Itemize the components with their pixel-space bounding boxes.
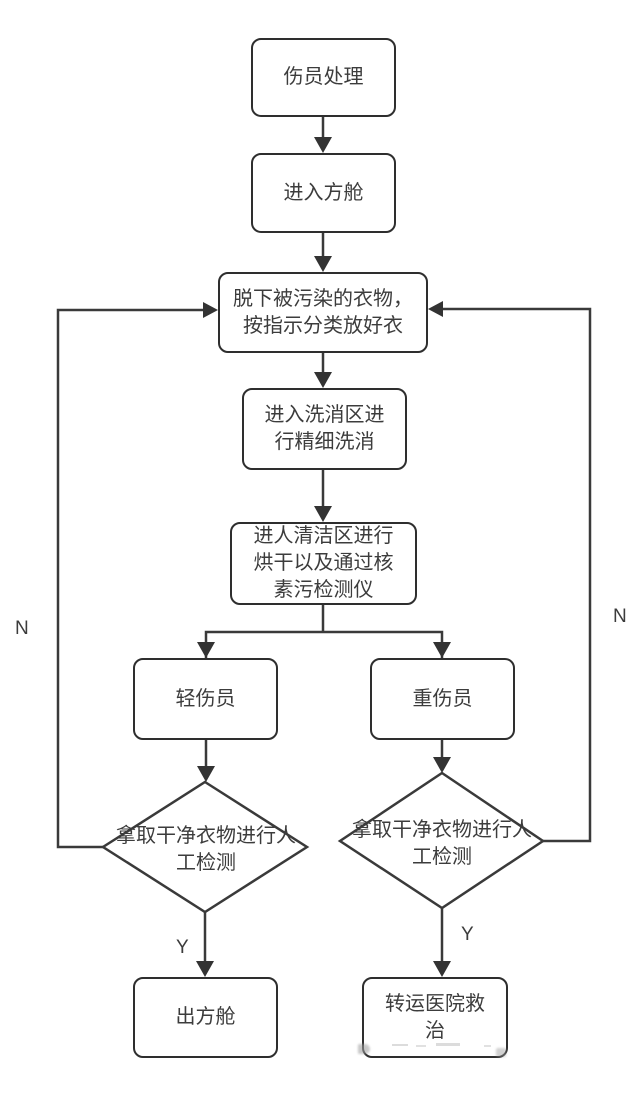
arrowhead [197,642,215,658]
loop-right-no [443,307,592,843]
arrowhead [197,766,215,782]
edge-label-no-left: N [15,618,29,639]
watermark-smudge [484,1045,491,1047]
node-undress: 脱下被污染的衣物， 按指示分类放好衣 [218,272,428,353]
watermark-smudge [392,1044,408,1046]
node-hospital: 转运医院救 治 [362,977,508,1058]
node-severe-injury: 重伤员 [370,658,515,740]
edge-label-yes-right: Y [461,924,474,945]
watermark-smudge [496,1048,506,1057]
arrowhead [314,372,332,388]
edge-label-yes-left: Y [176,937,189,958]
node-start: 伤员处理 [251,38,396,117]
node-enter-cabin: 进入方舱 [251,153,396,233]
arrowhead [428,301,443,317]
arrowhead [314,137,332,153]
arrowhead [314,256,332,272]
decision-right-shape [337,771,546,910]
edge-label-no-right: N [613,606,627,627]
arrowhead [314,506,332,522]
arrowhead [433,642,451,658]
node-exit-cabin: 出方舱 [133,977,278,1058]
node-wash-area: 进入洗消区进 行精细洗消 [242,388,407,470]
watermark-smudge [416,1045,426,1047]
node-minor-injury: 轻伤员 [133,658,278,740]
split-bar [204,630,444,658]
watermark-smudge [358,1044,370,1054]
arrowhead [203,302,218,318]
arrowhead [433,961,451,977]
node-clean-area: 进人清洁区进行 烘干以及通过核 素污检测仪 [230,522,417,605]
arrowhead [433,757,451,773]
loop-left-no [56,308,203,849]
arrowhead [196,961,214,977]
decision-left-shape [100,780,310,914]
watermark-smudge [436,1043,460,1046]
